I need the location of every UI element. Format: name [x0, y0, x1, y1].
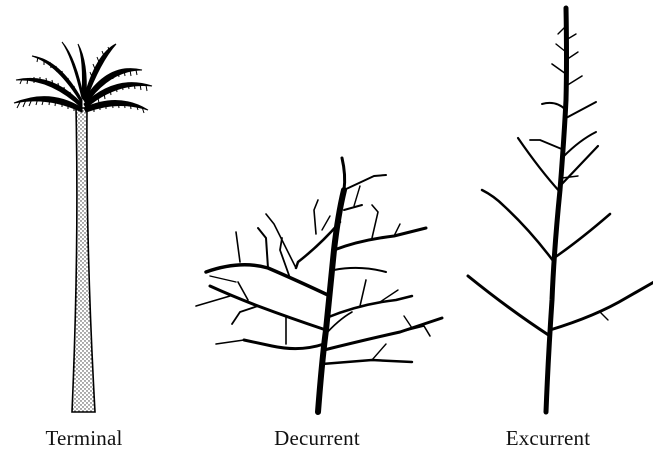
palm-trunk	[72, 108, 95, 412]
excurrent-trunk	[546, 8, 567, 412]
excurrent-label: Excurrent	[506, 426, 591, 451]
palm-fronds	[14, 42, 152, 113]
excurrent-tree-illustration	[468, 8, 653, 412]
decurrent-branches	[196, 158, 442, 364]
decurrent-tree-illustration	[196, 158, 442, 412]
decurrent-label: Decurrent	[274, 426, 360, 451]
terminal-palm-illustration	[14, 42, 152, 412]
terminal-label: Terminal	[45, 426, 122, 451]
